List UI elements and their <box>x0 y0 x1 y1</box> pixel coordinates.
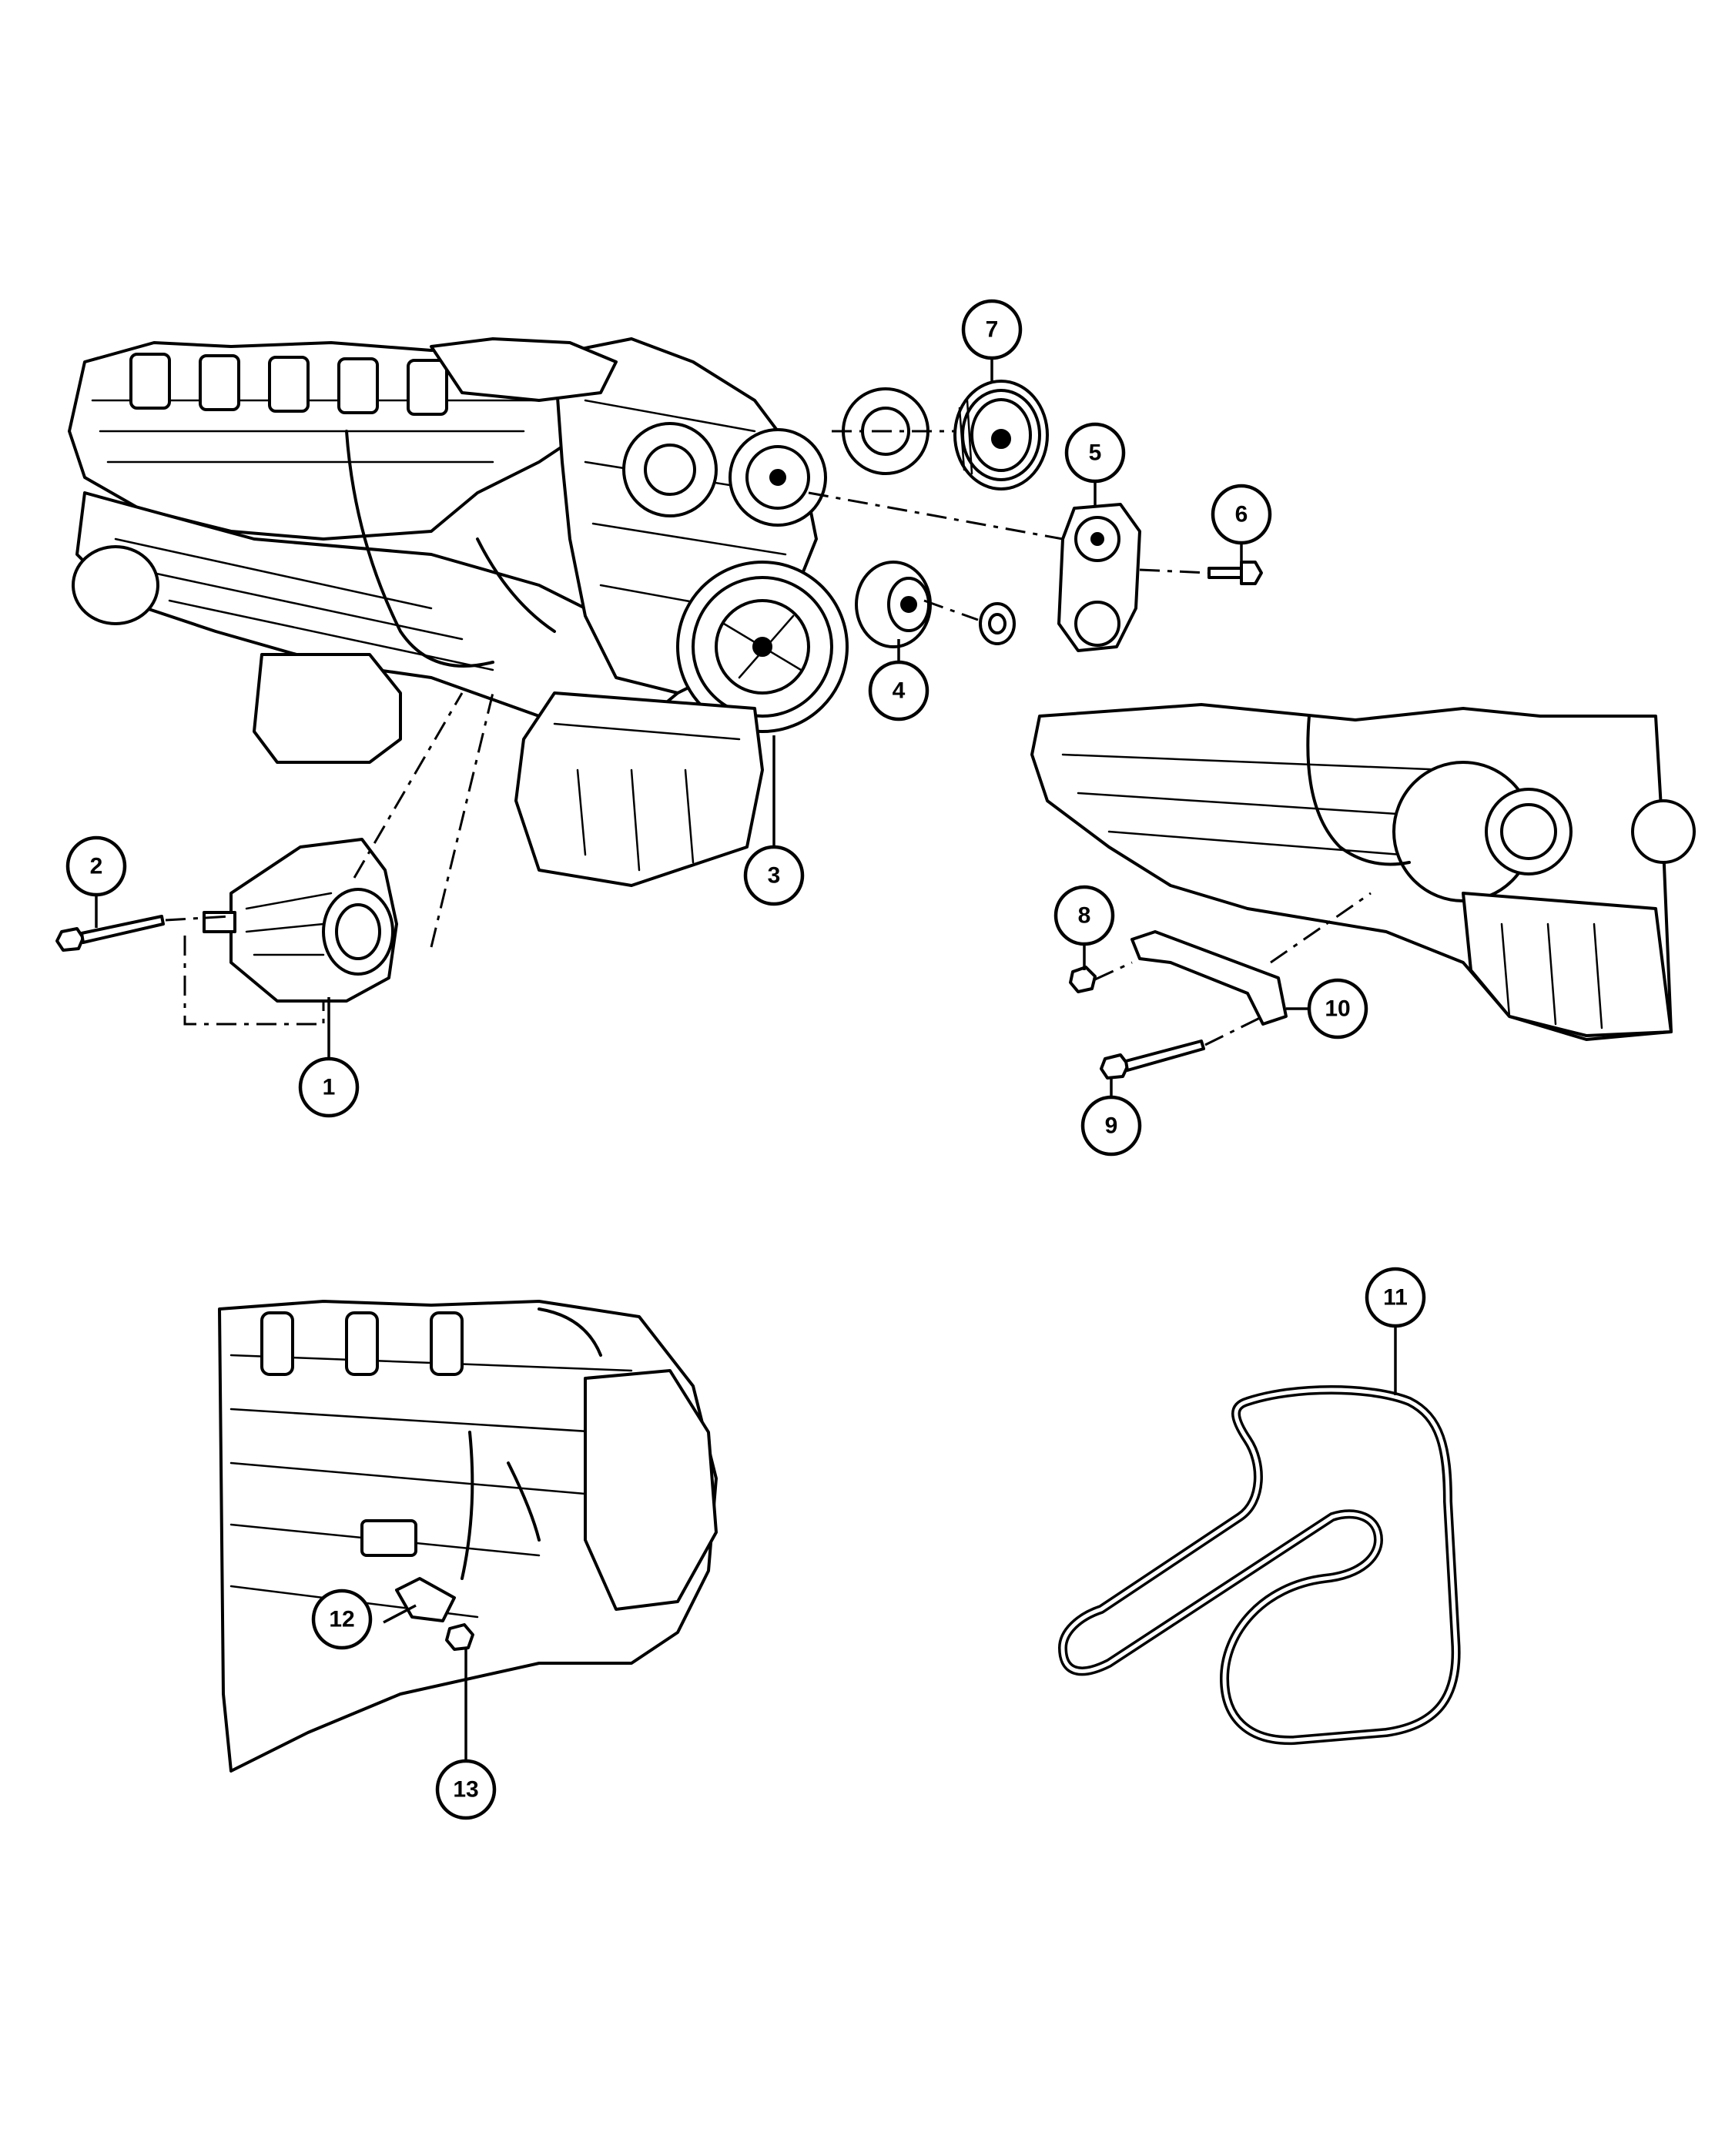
callout-10: 10 <box>1307 978 1368 1040</box>
power-steering-pulley <box>953 380 1049 490</box>
callout-9-label: 9 <box>1105 1113 1118 1139</box>
callout-1: 1 <box>298 1056 360 1118</box>
tensioner-bolt <box>1208 561 1263 585</box>
callout-12: 12 <box>311 1589 373 1650</box>
bottom-left-inset-view <box>218 1300 718 1773</box>
callout-5-label: 5 <box>1089 440 1102 466</box>
callout-11-label: 11 <box>1383 1285 1408 1311</box>
callout-12-label: 12 <box>329 1607 354 1632</box>
callout-5: 5 <box>1064 422 1126 484</box>
callout-11: 11 <box>1365 1267 1426 1328</box>
generator <box>203 838 398 1003</box>
belt-tensioner <box>1057 503 1141 652</box>
bracket-inset-view <box>1030 703 1696 1080</box>
leader-lines <box>95 358 1397 1761</box>
callout-2: 2 <box>65 835 127 897</box>
callout-3: 3 <box>743 845 805 906</box>
idler-pulley <box>855 561 1016 648</box>
callout-8: 8 <box>1053 885 1115 946</box>
callout-13: 13 <box>435 1759 497 1820</box>
callout-2-label: 2 <box>90 854 103 879</box>
callout-1-label: 1 <box>323 1075 336 1100</box>
callout-6-label: 6 <box>1235 502 1248 527</box>
callout-6: 6 <box>1211 484 1272 545</box>
callout-10-label: 10 <box>1325 996 1350 1022</box>
callout-9: 9 <box>1080 1095 1142 1157</box>
serpentine-belt <box>1058 1385 1461 1746</box>
callout-7-label: 7 <box>986 317 999 343</box>
callout-4-label: 4 <box>893 678 906 704</box>
callout-8-label: 8 <box>1078 903 1091 929</box>
generator-bolt <box>55 915 165 952</box>
assembly-lines-main <box>165 430 1210 1026</box>
callout-3-label: 3 <box>768 863 781 889</box>
callout-4: 4 <box>868 660 929 721</box>
callout-13-label: 13 <box>453 1777 478 1803</box>
callout-7: 7 <box>961 299 1023 360</box>
main-engine-assembly <box>68 337 929 887</box>
